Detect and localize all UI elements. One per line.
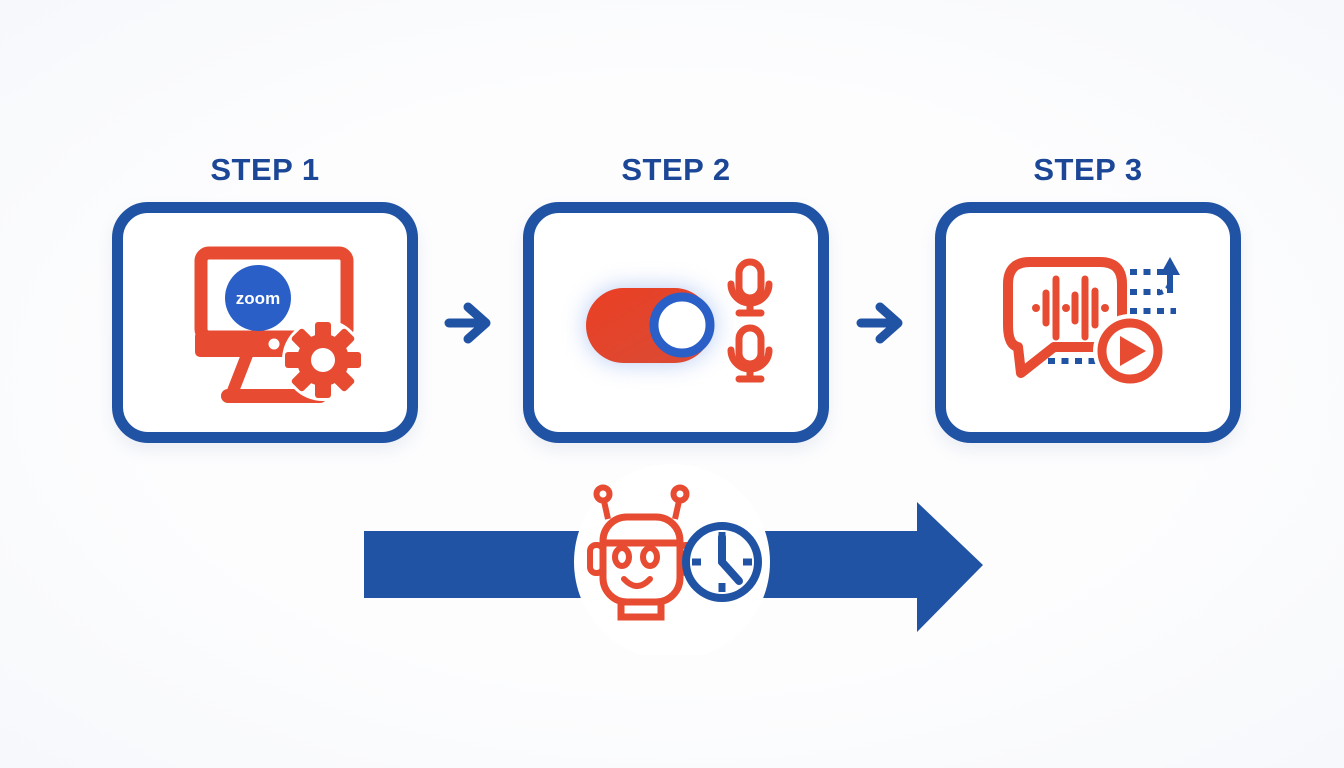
zoom-logo-badge: zoom	[225, 265, 291, 331]
microphone-icon	[727, 258, 773, 317]
clock-icon	[682, 522, 762, 602]
right-arrow-banner	[364, 464, 983, 655]
toggle-on-icon	[586, 288, 715, 363]
step-1-illustration: zoom	[194, 246, 364, 403]
dashed-lines	[1048, 269, 1176, 364]
step-1-label: STEP 1	[210, 152, 320, 187]
step-1-box: zoom	[112, 202, 418, 443]
step-2-box	[523, 202, 829, 443]
step-3-illustration	[1003, 257, 1180, 388]
play-button-icon	[1093, 314, 1167, 388]
waveform-icon	[1032, 275, 1109, 341]
step-3-label: STEP 3	[1033, 152, 1143, 187]
step-2-label: STEP 2	[621, 152, 731, 187]
toggle-knob	[649, 292, 715, 358]
arrow-right-icon	[444, 302, 491, 344]
dashed-up-arrow-icon	[1160, 257, 1180, 293]
step-2-illustration	[586, 258, 773, 383]
microphone-icon	[727, 324, 773, 383]
step-3-box	[935, 202, 1241, 443]
arrow-right-icon	[856, 302, 903, 344]
gear-icon	[282, 319, 364, 401]
zoom-logo-text: zoom	[236, 289, 280, 308]
